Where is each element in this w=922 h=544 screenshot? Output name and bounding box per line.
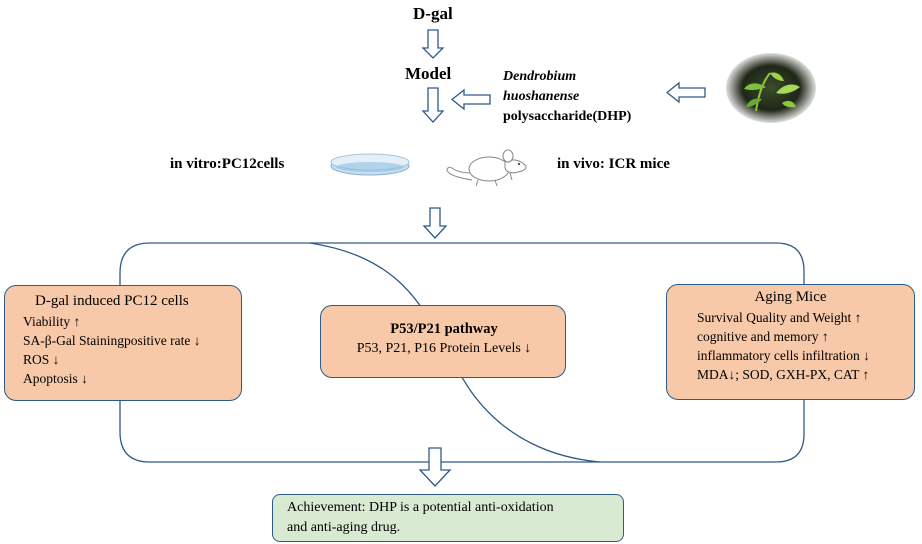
in-vivo-item: Survival Quality and Weight ↑ (697, 310, 862, 325)
model-label: Model (405, 64, 452, 83)
plant-leaves-icon (744, 72, 800, 112)
in-vivo-item: MDA↓; SOD, GXH-PX, CAT ↑ (697, 367, 870, 382)
pathway-box: P53/P21 pathway P53, P21, P16 Protein Le… (320, 305, 566, 378)
conclusion-box: Achievement: DHP is a potential anti-oxi… (272, 494, 624, 542)
in-vitro-item: Viability ↑ (23, 314, 81, 329)
treatment-species: huoshanense (503, 89, 580, 104)
arrow-plant-to-dhp (665, 81, 706, 104)
in-vitro-item: ROS ↓ (23, 352, 60, 367)
results-curve (309, 242, 601, 463)
in-vitro-item: Apoptosis ↓ (23, 371, 88, 386)
in-vivo-label: in vivo: ICR mice (557, 156, 670, 172)
arrow-dhp-to-model (450, 88, 491, 111)
in-vivo-results-title: Aging Mice (754, 289, 827, 305)
conclusion-line: and anti-aging drug. (287, 520, 401, 535)
treatment-name: polysaccharide(DHP) (503, 109, 632, 124)
pathway-title: P53/P21 pathway (390, 321, 498, 337)
arrow-to-conclusion (418, 447, 452, 487)
arrow-to-results (422, 207, 448, 239)
in-vitro-item: SA-β-Gal Stainingpositive rate ↓ (23, 333, 201, 348)
petri-dish-icon (330, 153, 410, 176)
treatment-genus: Dendrobium (503, 69, 577, 84)
in-vivo-item: inflammatory cells infiltration ↓ (697, 348, 870, 363)
treatment-label: Dendrobium huoshanense polysaccharide(DH… (503, 67, 631, 127)
dendrobium-plant-photo (726, 53, 816, 123)
arrow-dgal-to-model (421, 29, 445, 59)
in-vitro-results-box: D-gal induced PC12 cells Viability ↑ SA-… (4, 285, 242, 401)
conclusion-line: Achievement: DHP is a potential anti-oxi… (287, 500, 554, 515)
in-vivo-results-box: Aging Mice Survival Quality and Weight ↑… (666, 284, 915, 400)
start-label: D-gal (413, 4, 453, 23)
in-vivo-item: cognitive and memory ↑ (697, 329, 829, 344)
in-vitro-results-title: D-gal induced PC12 cells (35, 293, 189, 309)
pathway-text: P53, P21, P16 Protein Levels ↓ (356, 341, 532, 356)
arrow-model-to-experiments (421, 87, 445, 123)
results-loop (119, 242, 805, 463)
in-vitro-label: in vitro:PC12cells (170, 156, 285, 172)
mouse-icon (446, 149, 527, 187)
